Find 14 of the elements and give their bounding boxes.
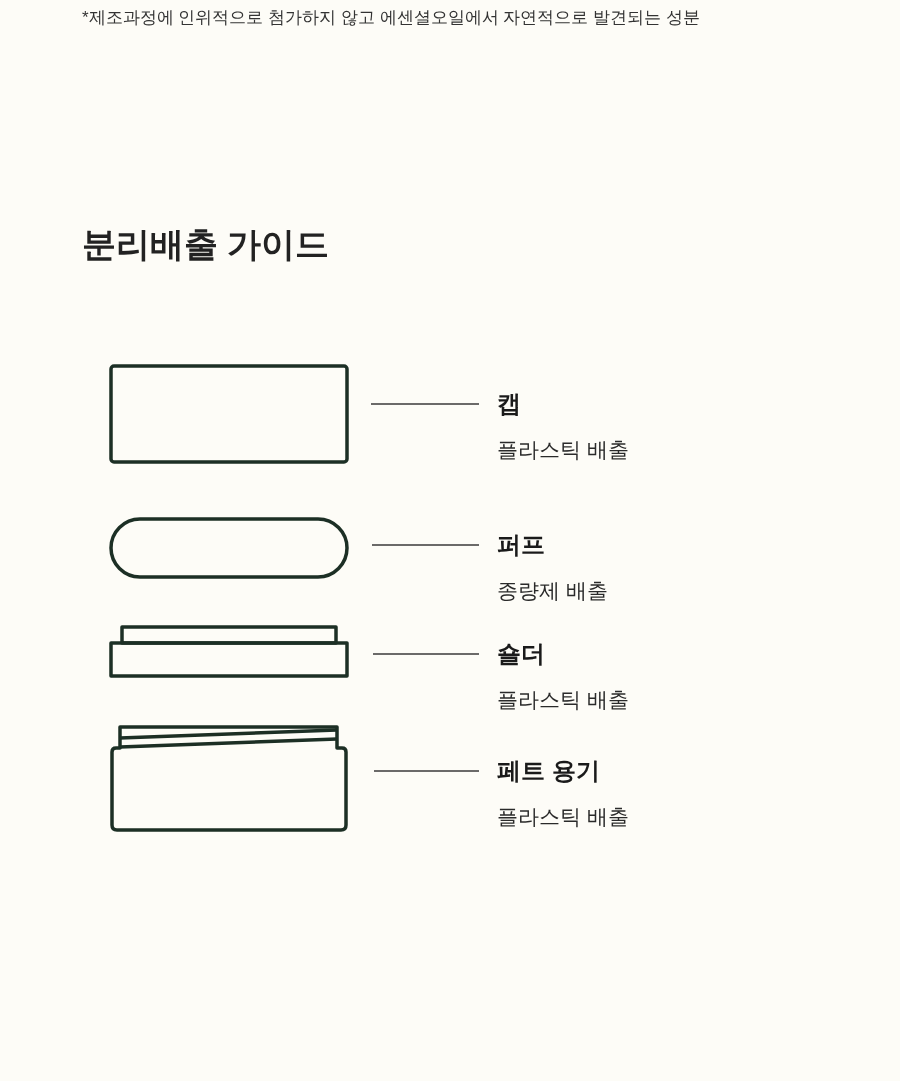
heading: 분리배출 가이드	[82, 224, 330, 264]
footnote: *제조과정에 인위적으로 첨가하지 않고 에센셜오일에서 자연적으로 발견되는 성분	[82, 7, 700, 29]
part-name: 캡	[497, 389, 521, 419]
part-name: 퍼프	[497, 530, 545, 560]
leader-line	[370, 403, 480, 405]
disposal-note: 플라스틱 배출	[497, 687, 629, 713]
part-name: 숄더	[497, 639, 545, 669]
part-name: 페트 용기	[497, 756, 600, 786]
leader-line	[371, 544, 480, 546]
disposal-note: 플라스틱 배출	[497, 437, 629, 463]
disposal-note: 플라스틱 배출	[497, 804, 629, 830]
disposal-note: 종량제 배출	[497, 578, 608, 604]
leader-line	[372, 653, 480, 655]
leader-line	[373, 770, 480, 772]
